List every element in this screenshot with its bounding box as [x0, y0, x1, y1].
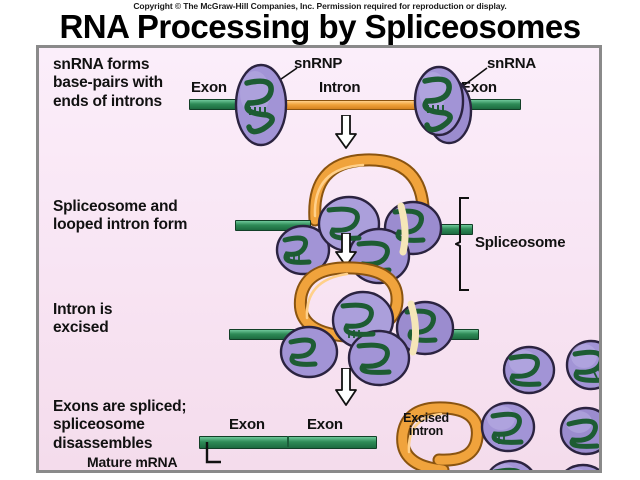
snrnp-particle [413, 63, 475, 147]
label-snrnp: snRNP [294, 55, 343, 72]
exon-junction-tick [287, 436, 289, 447]
label-intron: Intron [319, 79, 361, 96]
label-mature-mrna: Mature mRNA [87, 454, 178, 470]
diagram-panel: snRNA forms base-pairs with ends of intr… [36, 45, 602, 473]
excised-intron-lariat [396, 401, 484, 470]
label-excised-intron: Excised intron [403, 411, 449, 439]
free-snrnp-particle [563, 338, 599, 392]
page-title: RNA Processing by Spliceosomes [59, 8, 581, 45]
free-snrnp-particle [557, 404, 599, 458]
leader-line-snrna [462, 67, 488, 87]
snrnp-particle [233, 63, 289, 147]
free-snrnp-particle [483, 458, 539, 470]
step-3-caption: Intron is excised [53, 301, 113, 337]
label-exon-left: Exon [191, 79, 227, 96]
flow-arrow-3 [335, 368, 357, 406]
label-exon-right: Exon [461, 79, 497, 96]
spliceosome-bracket [455, 197, 469, 291]
label-mrna-exon-right: Exon [307, 416, 343, 433]
step-1-caption: snRNA forms base-pairs with ends of intr… [53, 56, 163, 110]
leader-line-mature-mrna [205, 442, 221, 464]
label-snrna: snRNA [487, 55, 537, 72]
looped-intron-step2 [308, 153, 430, 227]
free-snrnp-particle [501, 344, 557, 396]
exon-left-strand-step2 [235, 220, 311, 231]
lariat-intron-step3 [293, 261, 404, 343]
flow-arrow-1 [335, 115, 357, 149]
label-mrna-exon-left: Exon [229, 416, 265, 433]
copyright-notice: Copyright © The McGraw-Hill Companies, I… [133, 1, 507, 11]
spliceosome-cluster-step3 [279, 286, 465, 388]
free-snrnp-particle [555, 462, 599, 470]
label-spliceosome: Spliceosome [475, 234, 566, 251]
flow-arrow-2 [335, 233, 357, 267]
step-2-caption: Spliceosome and looped intron form [53, 198, 188, 234]
free-snrnp-particle [479, 400, 537, 454]
step-4-caption: Exons are spliced; spliceosome disassemb… [53, 398, 187, 452]
